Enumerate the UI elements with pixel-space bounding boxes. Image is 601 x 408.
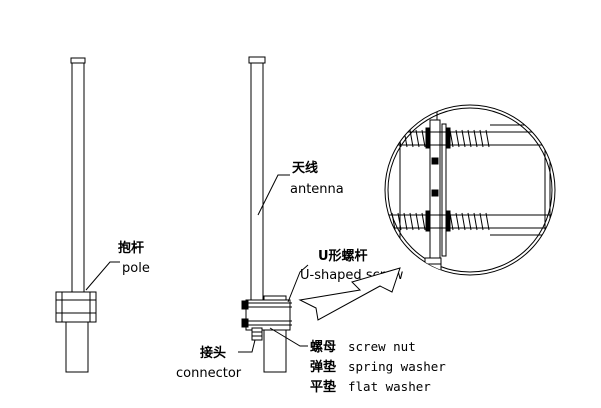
- middle-nut-top: [241, 300, 249, 310]
- antenna-label-cn: 天线: [292, 160, 318, 176]
- middle-assembly: [241, 56, 292, 373]
- nut-label-en: screw nut: [348, 339, 416, 354]
- pole-label-en: pole: [122, 261, 150, 276]
- spring-label-en: spring washer: [348, 359, 446, 374]
- nut-label-cn: 螺母: [310, 339, 336, 355]
- spring-label-cn: 弹垫: [310, 359, 336, 375]
- connector-label-en: connector: [176, 366, 242, 381]
- flat-label-en: flat washer: [348, 379, 431, 394]
- detail-magnified-view: [384, 104, 556, 276]
- antenna-label-en: antenna: [290, 182, 344, 197]
- flat-label-cn: 平垫: [310, 379, 336, 395]
- middle-antenna-tube: [250, 61, 264, 303]
- left-antenna-cap: [70, 57, 86, 64]
- middle-antenna-cap: [248, 56, 266, 64]
- pole-label-cn: 抱杆: [118, 240, 144, 256]
- ushaped-label-cn: U形螺杆: [318, 248, 368, 264]
- left-pole: [65, 317, 89, 373]
- connector-label-cn: 接头: [200, 345, 226, 361]
- magnify-arrow: [298, 267, 401, 321]
- middle-nut-bottom: [241, 318, 249, 328]
- left-assembly: [55, 57, 120, 373]
- left-antenna-tube: [71, 61, 85, 296]
- left-clamp-bracket: [55, 291, 97, 323]
- middle-connector: [251, 327, 263, 341]
